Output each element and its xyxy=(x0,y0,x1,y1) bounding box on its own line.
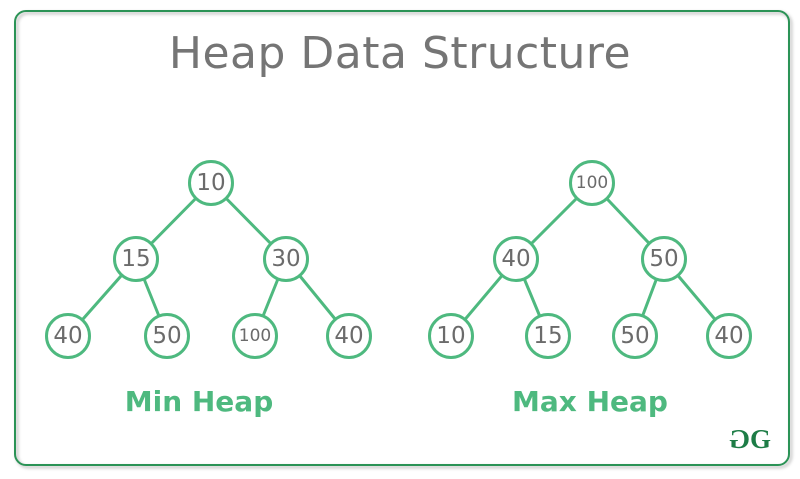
max-heap-node-left: 40 xyxy=(493,236,539,282)
min-heap-node-right: 30 xyxy=(263,236,309,282)
min-heap-node-left-value: 15 xyxy=(121,246,151,272)
logo-g: G xyxy=(750,424,771,454)
max-heap-label: Max Heap xyxy=(512,385,668,418)
min-heap-node-right-value: 30 xyxy=(271,246,301,272)
max-heap-node-right-value: 50 xyxy=(649,246,679,272)
max-heap-node-right: 50 xyxy=(641,236,687,282)
min-heap-leaf-4: 40 xyxy=(326,313,372,359)
min-heap-leaf-2-value: 50 xyxy=(152,323,182,349)
max-heap-leaf-1: 10 xyxy=(428,313,474,359)
max-heap-node-root-value: 100 xyxy=(575,173,609,193)
min-heap-leaf-1: 40 xyxy=(45,313,91,359)
min-heap-node-root: 10 xyxy=(188,160,234,206)
min-heap-node-left: 15 xyxy=(113,236,159,282)
min-heap-node-root-value: 10 xyxy=(196,170,226,196)
geeksforgeeks-logo-icon: GG xyxy=(731,424,771,454)
max-heap-leaf-2: 15 xyxy=(525,313,571,359)
max-heap-leaf-4-value: 40 xyxy=(714,323,744,349)
min-heap-leaf-3-value: 100 xyxy=(238,326,272,346)
max-heap-leaf-3-value: 50 xyxy=(620,323,650,349)
max-heap-leaf-1-value: 10 xyxy=(436,323,466,349)
logo-flipped-g: G xyxy=(731,424,751,454)
page-title: Heap Data Structure xyxy=(168,28,632,79)
min-heap-leaf-3: 100 xyxy=(232,313,278,359)
max-heap-node-left-value: 40 xyxy=(501,246,531,272)
min-heap-leaf-4-value: 40 xyxy=(334,323,364,349)
min-heap-label: Min Heap xyxy=(124,385,274,418)
min-heap-leaf-2: 50 xyxy=(144,313,190,359)
min-heap-leaf-1-value: 40 xyxy=(53,323,83,349)
max-heap-leaf-4: 40 xyxy=(706,313,752,359)
max-heap-node-root: 100 xyxy=(569,160,615,206)
max-heap-leaf-2-value: 15 xyxy=(533,323,563,349)
max-heap-leaf-3: 50 xyxy=(612,313,658,359)
